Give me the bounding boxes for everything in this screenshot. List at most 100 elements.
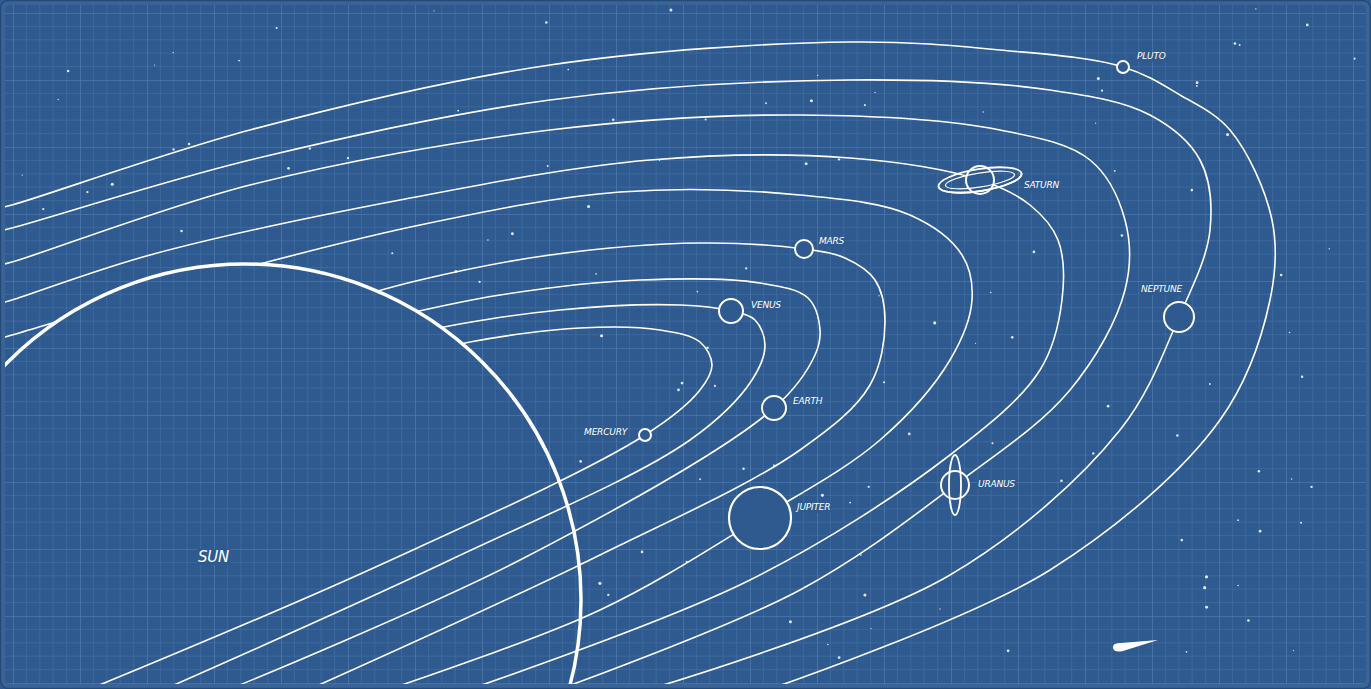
orbit-line — [165, 305, 765, 689]
star-dot — [1300, 522, 1302, 524]
star-dot — [1259, 530, 1262, 533]
planet-symbol — [716, 296, 746, 326]
star-dot — [1280, 274, 1283, 277]
star-dot — [1209, 383, 1211, 385]
star-dot — [22, 174, 23, 175]
orbits — [0, 42, 1275, 689]
star-dot — [1306, 24, 1309, 27]
star-dot — [706, 347, 709, 350]
star-dot — [455, 270, 458, 273]
star-dot — [487, 239, 489, 241]
planet-node: NEPTUNE — [1161, 299, 1197, 335]
orbit-line — [90, 365, 712, 689]
ring — [937, 163, 1023, 198]
star-dot — [1234, 42, 1237, 45]
planet-label: MARS — [818, 237, 845, 247]
comet — [1113, 640, 1158, 652]
star-dot — [1301, 376, 1303, 378]
star-dot — [697, 291, 699, 293]
star-dot — [677, 389, 680, 392]
star-dot — [172, 148, 174, 150]
star-dot — [939, 608, 940, 609]
planet-node: SATURN — [936, 136, 1024, 224]
star-dot — [669, 8, 672, 11]
planet-circle — [941, 471, 969, 499]
star-dot — [1354, 58, 1356, 60]
planet-node: MARS — [792, 237, 816, 261]
star-dot — [1258, 470, 1260, 472]
star-dot — [1092, 452, 1094, 454]
star-dot — [805, 162, 808, 165]
planet-circle — [795, 240, 813, 258]
star-dot — [991, 442, 993, 444]
star-dot — [587, 205, 590, 208]
planet-circle — [1117, 61, 1129, 73]
planet-label: MERCURY — [583, 428, 628, 438]
planet-circle — [639, 429, 651, 441]
star-dot — [975, 343, 976, 344]
orbit-line — [770, 300, 1270, 689]
planet-label: PLUTO — [1136, 52, 1167, 62]
star-dot — [1107, 405, 1110, 408]
star-dot — [1181, 539, 1184, 542]
star-dot — [1237, 519, 1239, 521]
planet-symbol — [1161, 299, 1197, 335]
star-dot — [180, 230, 183, 233]
star-dot — [1097, 77, 1100, 80]
star-dot — [933, 321, 936, 324]
star-dot — [821, 494, 824, 497]
planet-node: PLUTO — [1114, 58, 1132, 76]
star-dot — [309, 147, 311, 149]
star-dot — [1239, 44, 1241, 46]
planet-circle — [729, 487, 791, 549]
star-dot — [612, 119, 615, 122]
star-dot — [990, 292, 992, 294]
orbit-line — [310, 243, 885, 689]
star-dot — [1060, 479, 1063, 482]
star-dot — [817, 75, 818, 76]
planet-circle — [762, 396, 786, 420]
star-dot — [1011, 336, 1014, 339]
star-dot — [810, 99, 813, 102]
planet-label: VENUS — [750, 301, 782, 311]
star-dot — [868, 486, 870, 488]
star-dot — [878, 295, 879, 296]
planet-node: JUPITER — [726, 484, 794, 552]
planet-symbol — [726, 484, 794, 552]
star-dot — [1310, 486, 1312, 488]
star-dot — [1176, 434, 1178, 436]
star-dot — [154, 64, 155, 65]
star-dot — [699, 478, 701, 480]
star-dot — [173, 52, 174, 53]
star-dot — [1203, 586, 1206, 589]
planet-node: URANUS — [923, 453, 987, 517]
star-dot — [863, 593, 866, 596]
star-dot — [883, 381, 885, 383]
planet-symbol — [759, 393, 789, 423]
star-dot — [545, 288, 546, 289]
star-dot — [1205, 606, 1208, 609]
star-dot — [567, 69, 569, 71]
star-dot — [545, 21, 548, 24]
star-dot — [1121, 234, 1124, 237]
orbit-line — [0, 42, 1275, 689]
sun-outline — [0, 261, 584, 689]
planet-node: VENUS — [716, 296, 746, 326]
planet-circle — [719, 299, 743, 323]
star-dot — [347, 157, 349, 159]
star-dot — [1237, 585, 1239, 587]
orbit-line — [0, 190, 972, 689]
sun-label: SUN — [197, 549, 230, 566]
star-dot — [238, 60, 240, 62]
star-dot — [287, 167, 290, 170]
star-dot — [641, 551, 644, 554]
star-dot — [1247, 619, 1250, 622]
star-dot — [1255, 8, 1256, 9]
star-dot — [57, 99, 58, 100]
star-dot — [686, 561, 688, 563]
star-dot — [1101, 90, 1103, 92]
star-dot — [864, 104, 866, 106]
